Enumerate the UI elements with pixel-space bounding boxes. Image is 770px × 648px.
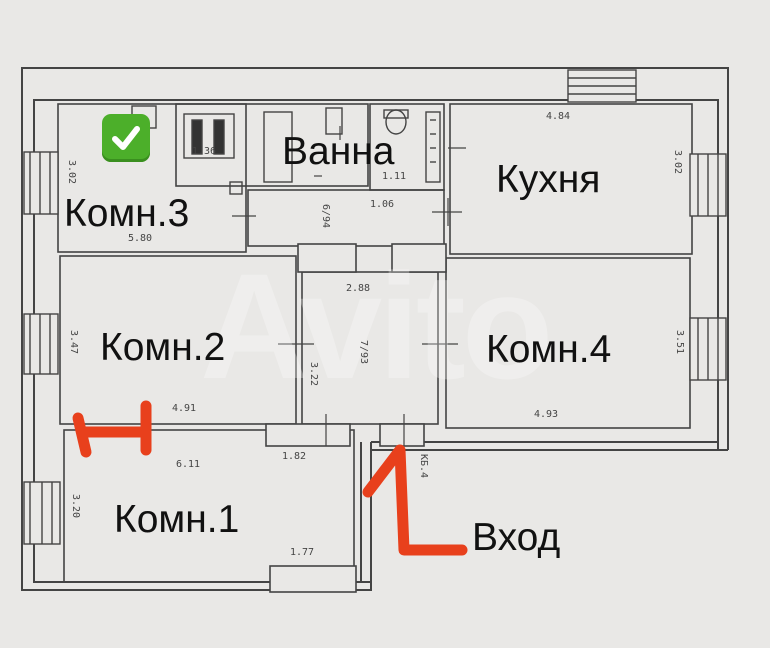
bath-outline (175, 103, 369, 187)
check-mark-icon (102, 114, 150, 162)
dim-room1-bottom: 1.77 (290, 547, 315, 558)
windows (23, 69, 727, 545)
room-label-room3: Комн.3 (64, 192, 190, 235)
dim-hall-top: 2.88 (346, 283, 371, 294)
dim-room1-top: 6.11 (176, 459, 201, 470)
door-marks (232, 126, 466, 446)
dim-room3-left: 3.02 (66, 160, 77, 185)
dim-room4-right: 3.51 (674, 330, 685, 355)
dim-bath-right: 1.06 (370, 199, 395, 210)
sink-unit (183, 113, 235, 159)
room-label-kitchen: Кухня (496, 158, 601, 201)
dim-kitchen-right: 3.02 (672, 150, 683, 175)
room-label-bath: Ванна (282, 130, 395, 173)
fixtures (131, 105, 441, 195)
room-label-room2: Комн.2 (100, 326, 226, 369)
dim-wc-bottom: 1.11 (382, 171, 407, 182)
exterior-notch (371, 450, 729, 591)
room1-outline (63, 429, 355, 583)
hall-partitions (265, 243, 447, 593)
hall-outline (301, 271, 439, 425)
room-label-room1: Комн.1 (114, 498, 240, 541)
dim-kitchen-top: 4.84 (546, 111, 571, 122)
dim-room2-right: 3.22 (308, 362, 319, 387)
dim-room1-left: 3.20 (70, 494, 81, 519)
entry-arrow-icon (362, 444, 468, 556)
dim-stair-label: КБ.4 (418, 454, 429, 479)
room-label-room4: Комн.4 (486, 328, 612, 371)
room-label-entrance: Вход (472, 516, 561, 559)
dim-room2-left: 3.47 (68, 330, 79, 355)
room2-outline (59, 255, 297, 425)
dim-vestibule: 1.82 (282, 451, 307, 462)
corridor-outline (247, 189, 445, 247)
dim-room3-bottom: 5.80 (128, 233, 153, 244)
dim-hall-area: 7/93 (358, 340, 369, 365)
bathtub-icon (263, 111, 293, 183)
dim-room2-bottom: 4.91 (172, 403, 197, 414)
red-markers (72, 400, 468, 556)
room-walls (57, 103, 693, 583)
dim-corridor-area: 6/94 (320, 204, 331, 229)
check-mark-glyph (112, 126, 140, 150)
dim-room3-top: 1.36 (192, 146, 217, 157)
dim-room4-bottom: 4.93 (534, 409, 559, 420)
